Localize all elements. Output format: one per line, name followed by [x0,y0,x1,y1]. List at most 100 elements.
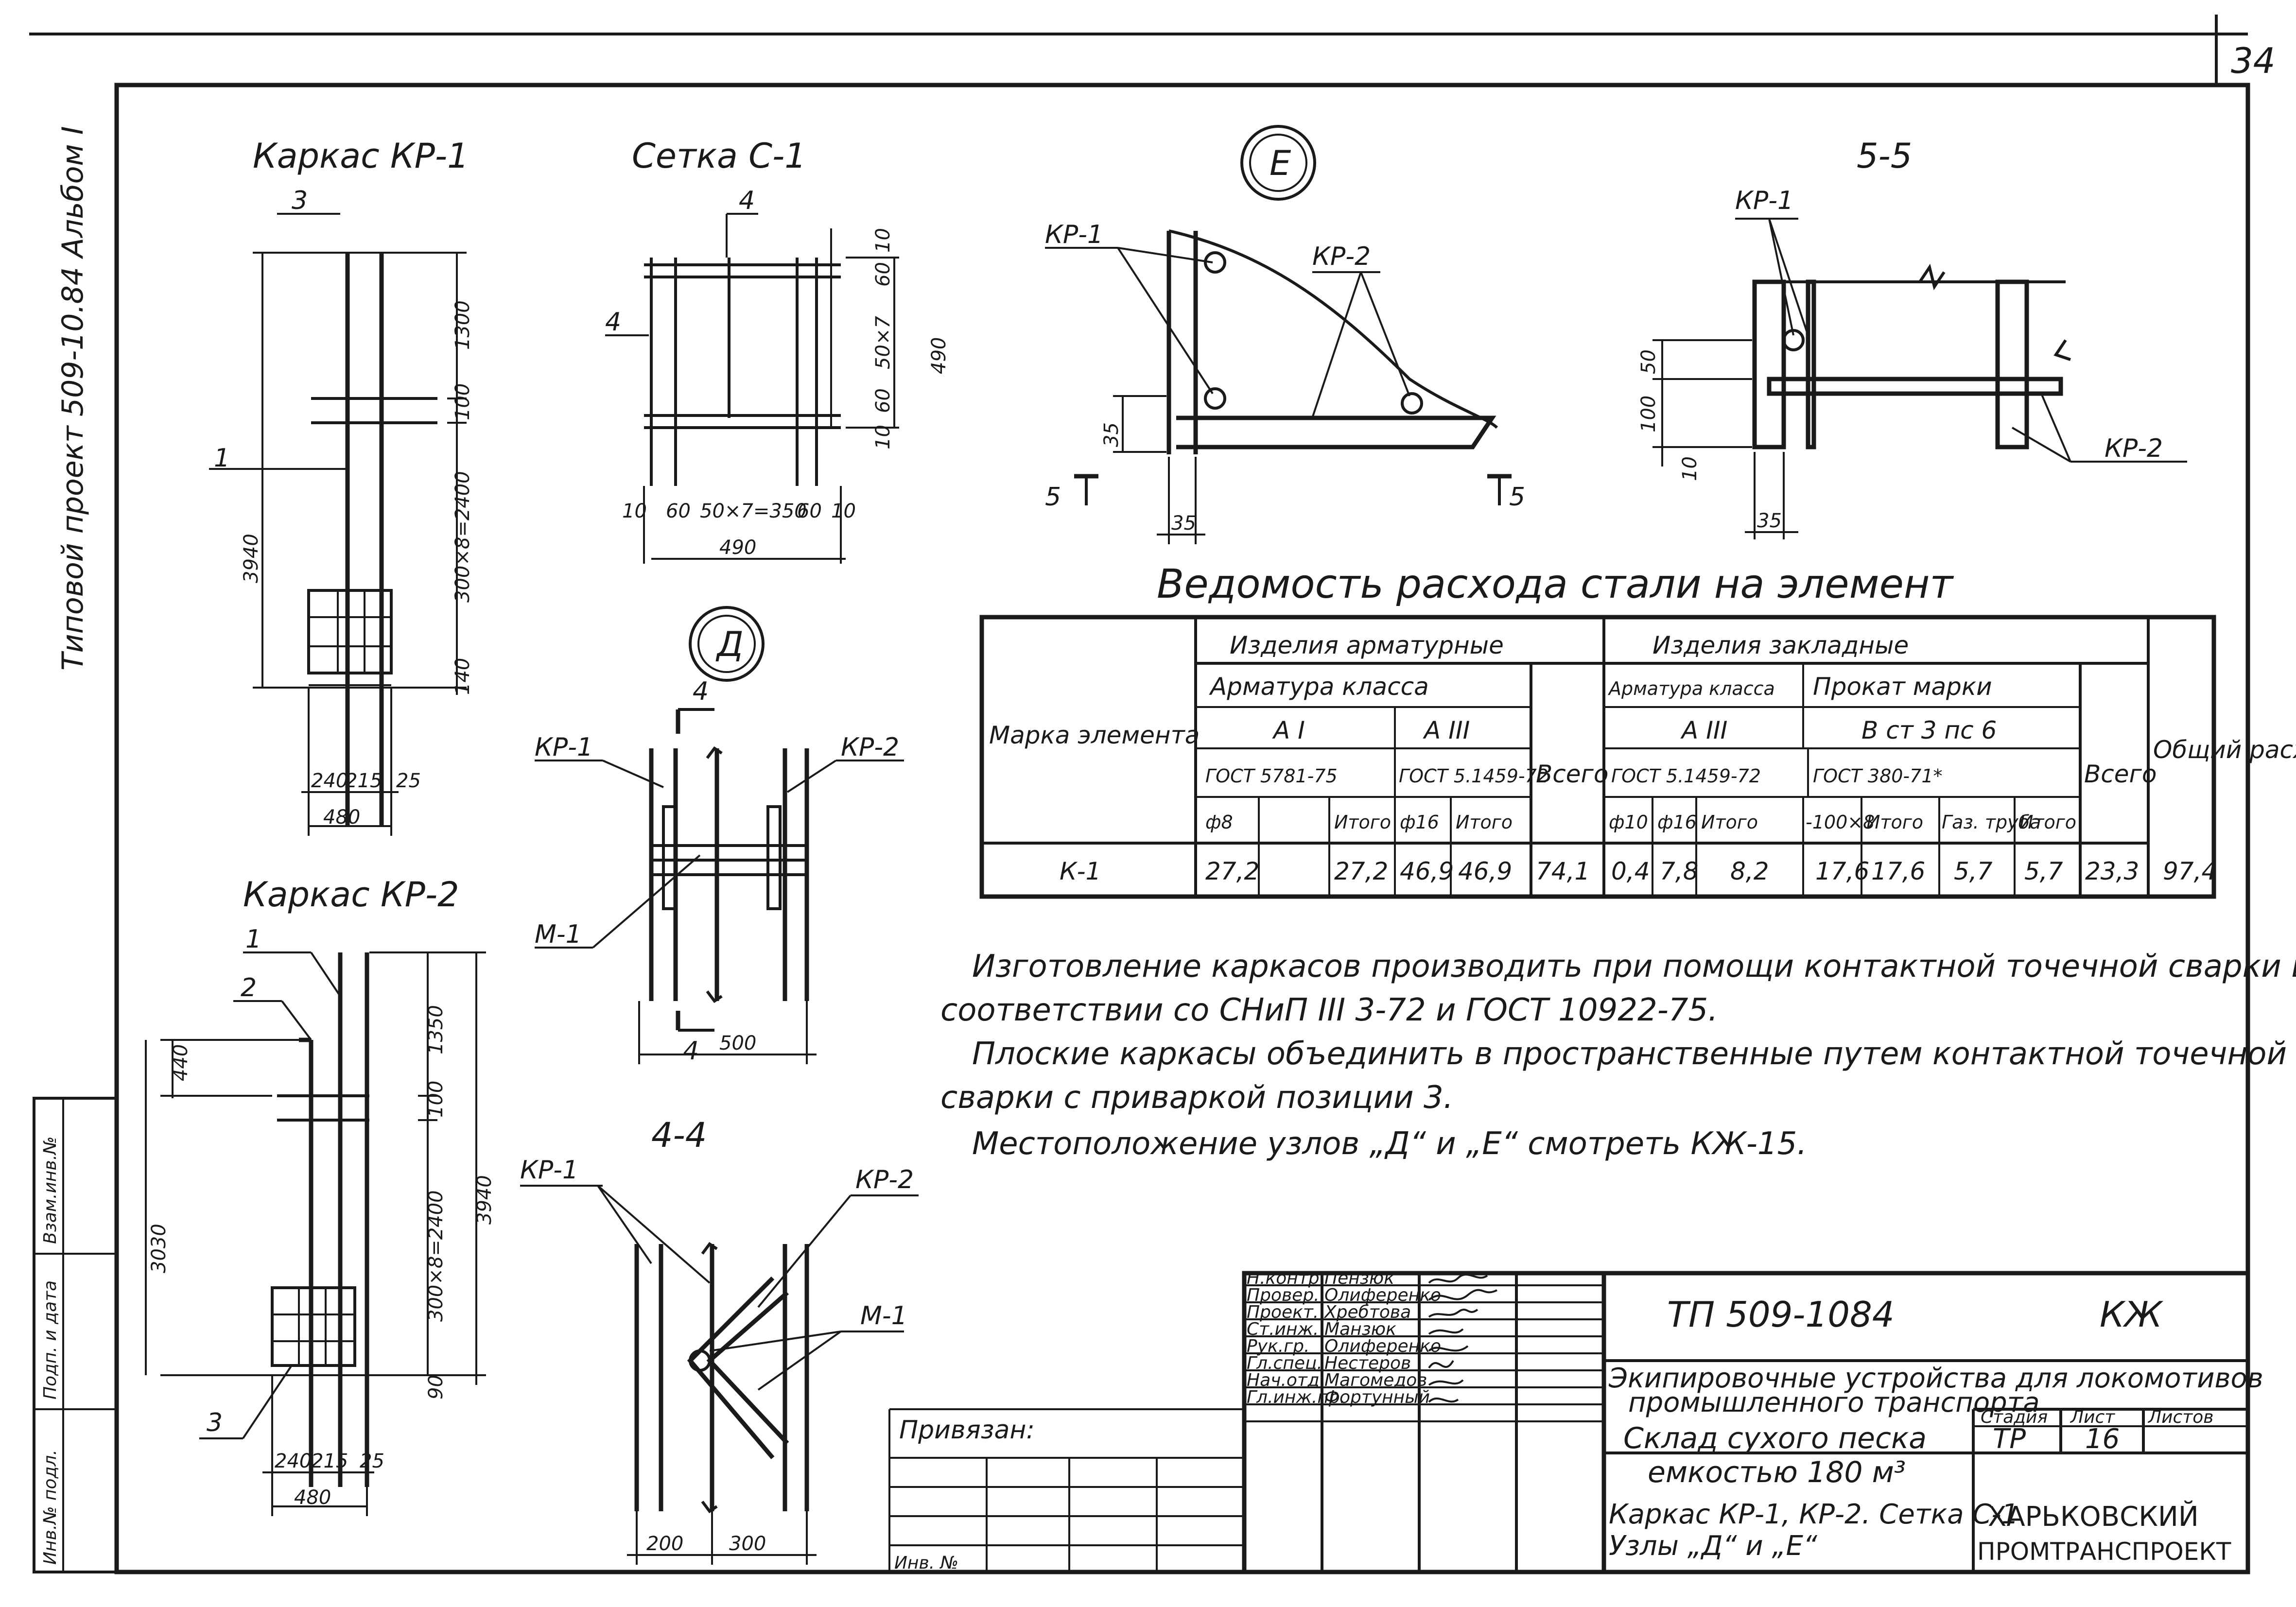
stamp-stage: ТР [1993,1423,2026,1455]
th-a3: А III [1423,716,1470,744]
e-label-kr2: КР-2 [1312,242,1371,271]
kr2-dim-3030: 3030 [148,1224,170,1273]
th-sub-it5: Итого [2019,812,2076,833]
th-gost4: ГОСТ 380-71* [1813,765,1943,787]
cell-it3: 8,2 [1730,857,1769,885]
kr1-dim-140: 140 [452,658,474,695]
th-a1: А I [1272,716,1305,744]
notes: Изготовление каркасов производить при по… [940,949,2296,1162]
cell-it2: 46,9 [1458,857,1512,885]
c1-dim-v60b: 60 [872,388,894,413]
c1-dim-h60b: 60 [797,500,822,522]
c1-dim-v50x7: 50×7 [872,316,894,369]
stamp-object-2: емкостью 180 м³ [1648,1455,1906,1489]
d-label-kr2: КР-2 [841,733,899,762]
d-dim-500: 500 [719,1032,756,1054]
stamp-content-1: Каркас КР-1, КР-2. Сетка С-1 [1609,1499,2018,1530]
cell-mark: К-1 [1060,857,1101,885]
kr2-mark-1: 1 [245,925,261,954]
kr2-dim-25: 25 [360,1450,384,1472]
stamp-role-3: Проект. [1247,1302,1319,1322]
kr2-dim-90: 90 [425,1375,447,1400]
stamp-name-5: Олиференко [1324,1336,1441,1356]
view-d: Д КР-1 КР-2 М-1 4 4 500 [535,606,904,1066]
stamp-name-2: Олиференко [1324,1285,1441,1305]
cell-total: 97,4 [2163,857,2217,885]
view-s55-title: 5-5 [1857,136,1912,176]
th-sub-it4: Итого [1866,812,1923,833]
stamp-project-2: промышленного транспорта [1628,1387,2040,1418]
note-line-3: Плоские каркасы объединить в пространств… [972,1036,2287,1072]
steel-table: Ведомость расхода стали на элемент Марка… [979,561,2296,899]
th-group-arm: Изделия арматурные [1230,631,1504,659]
title-block: Привязан: Инв. № Н.контр. Провер. Проект… [888,1268,2263,1574]
stamp-name-1: Пензюк [1324,1268,1394,1288]
c1-dim-h10a: 10 [622,500,647,522]
stamp-privyazan: Привязан: [899,1416,1035,1445]
view-c1: Сетка С-1 4 4 10 60 50×7 60 10 490 10 60… [605,136,950,564]
kr1-dim-240: 240 [311,770,348,792]
th-gost1: ГОСТ 5781-75 [1205,765,1338,787]
view-s55: 5-5 КР-1 КР-2 50 100 10 35 [1637,136,2187,539]
stamp-mark: КЖ [2100,1294,2164,1335]
c1-dim-v60a: 60 [872,262,894,287]
cell-vsego1: 74,1 [1536,857,1590,885]
th-vsego2: Всего [2084,760,2157,788]
stamp-name-7: Магомедов [1324,1370,1427,1390]
stamp-role-5: Рук.гр. [1247,1336,1309,1356]
kr2-mark-3: 3 [207,1408,223,1437]
th-sub-pipe: Газ. труба [1942,812,2041,833]
kr1-dim-3940: 3940 [240,534,262,583]
cell-pipe: 5,7 [1954,857,1993,885]
note-line-1: Изготовление каркасов производить при по… [972,949,2296,985]
inner-frame [114,83,2250,1574]
view-d-title: Д [715,624,744,664]
kr1-dim-100: 100 [452,383,474,420]
th-sub-it3: Итого [1701,812,1758,833]
stamp-inv: Инв. № [894,1553,958,1573]
e-dim-35-v: 35 [1100,422,1123,447]
stamp-org-2: ПРОМТРАНСПРОЕКТ [1977,1538,2231,1566]
s44-label-m1: М-1 [860,1301,907,1331]
th-a3b: А III [1680,716,1727,744]
side-stamp-date: Подп. и дата [40,1280,60,1400]
cell-plate: 17,6 [1815,857,1869,885]
e-section-5-right: 5 [1509,483,1525,512]
kr1-dim-25: 25 [396,770,421,792]
kr2-dim-2400: 300×8=2400 [425,1190,447,1322]
view-kr2-title: Каркас КР-2 [243,875,459,915]
d-section-4-bottom: 4 [683,1037,699,1066]
stamp-role-7: Нач.отд. [1247,1370,1325,1390]
s55-label-kr1: КР-1 [1735,186,1793,215]
stamp-code: ТП 509-1084 [1667,1294,1895,1335]
d-label-kr1: КР-1 [535,733,593,762]
side-stamp: Инв.№ подл. Подп. и дата Взам.инв.№ [33,1097,118,1573]
view-kr1: Каркас КР-1 3 1 3940 1300 100 300×8=2400… [209,136,474,836]
sheet-number: 34 [2231,40,2276,81]
c1-dim-h350: 50×7=350 [700,500,807,522]
cell-f8: 27,2 [1205,857,1259,885]
s55-dim-35: 35 [1757,510,1782,532]
kr2-dim-240: 240 [275,1450,312,1472]
stamp-project-1: Экипировочные устройства для локомотивов [1608,1363,2263,1394]
d-section-4-top: 4 [693,677,709,706]
table-title: Ведомость расхода стали на элемент [1157,561,1954,607]
c1-mark-4-left: 4 [605,308,621,337]
stamp-role-4: Ст.инж. [1247,1319,1319,1339]
th-sub-f16: ф16 [1400,812,1439,833]
view-s44: 4-4 КР-1 КР-2 М-1 200 300 [520,1115,919,1565]
th-total: Общий расход [2153,736,2296,764]
cell-f16b: 7,8 [1660,857,1699,885]
th-sub-it2: Итого [1456,812,1513,833]
th-arm-class2: Арматура класса [1607,678,1775,699]
note-line-4: сварки с приваркой позиции 3. [940,1080,1453,1116]
th-sub-it1: Итого [1334,812,1391,833]
note-line-2: соответствии со СНиП III 3-72 и ГОСТ 109… [940,992,1718,1028]
d-label-m1: М-1 [535,920,582,949]
s55-dim-50: 50 [1637,349,1660,374]
view-s44-title: 4-4 [651,1115,707,1155]
side-title: Типовой проект 509-10.84 Альбом I [56,126,90,671]
kr1-dim-480: 480 [323,806,360,829]
